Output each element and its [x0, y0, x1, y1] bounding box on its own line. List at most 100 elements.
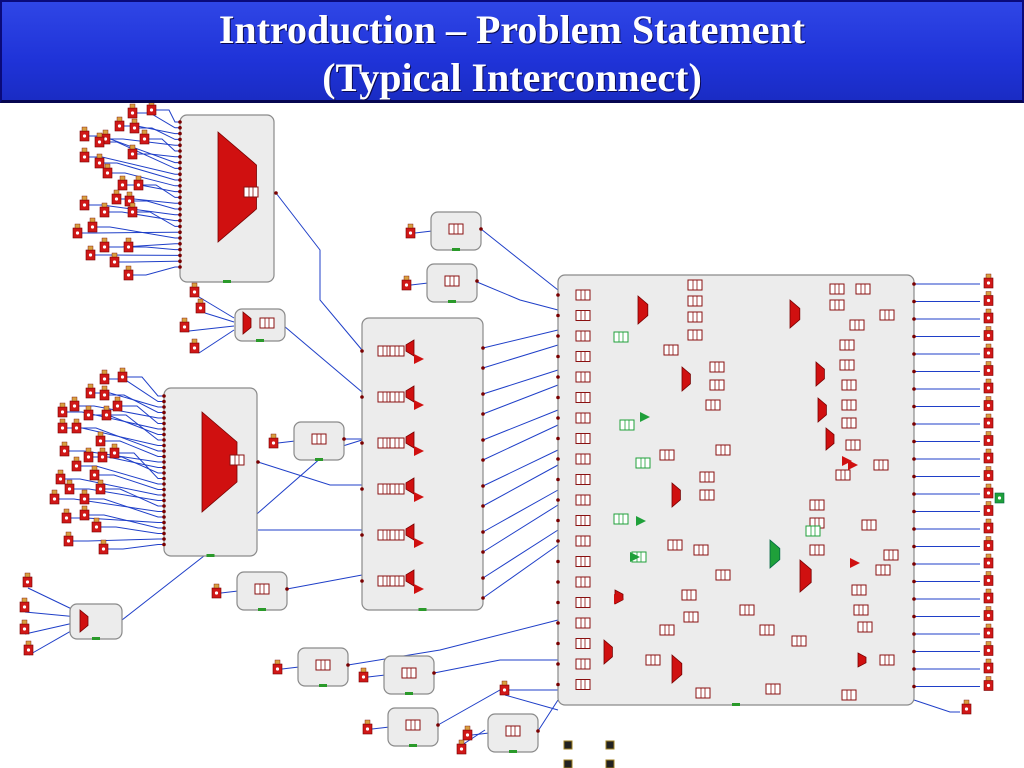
io-port	[358, 667, 369, 683]
wire	[105, 488, 164, 507]
port-dot	[120, 375, 125, 379]
port-dot	[271, 441, 276, 445]
io-port	[405, 223, 416, 239]
buffer	[414, 400, 424, 410]
register	[873, 459, 889, 471]
pin	[162, 399, 166, 404]
port-dot	[117, 124, 122, 128]
io-port	[99, 237, 110, 253]
register	[853, 604, 869, 616]
register-body	[835, 469, 851, 481]
port-cap	[464, 725, 471, 731]
io-port	[268, 433, 279, 449]
pin	[162, 460, 166, 464]
pin	[178, 178, 182, 182]
mux	[825, 427, 835, 451]
io-port	[69, 396, 80, 412]
wire	[108, 544, 164, 550]
port-dot	[361, 675, 366, 679]
port-cap	[458, 739, 465, 745]
pin	[481, 576, 485, 580]
wire	[105, 440, 164, 457]
port-dot	[986, 403, 991, 408]
port-dot	[986, 421, 991, 425]
wire	[347, 619, 559, 666]
wire	[65, 478, 164, 496]
io-port	[127, 202, 138, 218]
mux	[637, 295, 649, 325]
pin	[912, 387, 916, 391]
io-port	[462, 725, 473, 741]
port-dot	[67, 487, 72, 491]
register-body	[841, 689, 857, 701]
register	[389, 483, 405, 495]
port-cap	[71, 396, 78, 402]
port-cap	[985, 501, 992, 506]
register-body	[861, 519, 877, 531]
io-port	[57, 418, 68, 434]
register-body	[829, 283, 845, 295]
pin	[912, 352, 916, 356]
io-port	[95, 431, 106, 447]
port-cap	[66, 479, 73, 485]
pin	[162, 427, 166, 431]
pin	[912, 509, 916, 514]
register	[683, 611, 699, 623]
port-cap	[96, 153, 103, 159]
pin	[556, 395, 560, 400]
port-cap	[87, 383, 94, 389]
register-green	[613, 331, 629, 343]
wire	[89, 498, 164, 518]
register-body	[229, 454, 245, 466]
register	[229, 454, 245, 466]
pin	[556, 559, 560, 564]
wire	[109, 243, 180, 248]
port-dot	[82, 203, 87, 207]
port-cap	[985, 466, 992, 471]
wire	[482, 409, 559, 441]
wire	[104, 162, 180, 181]
block-tag	[223, 280, 231, 283]
pin	[178, 149, 182, 153]
io-port	[983, 641, 994, 656]
port-dot	[408, 231, 413, 235]
io-port	[49, 489, 60, 505]
pin	[162, 487, 166, 492]
register-body	[635, 457, 651, 469]
port-cap	[985, 273, 992, 279]
block-tag	[409, 744, 417, 747]
pin	[481, 392, 485, 396]
io-port	[983, 658, 994, 674]
mux	[603, 639, 613, 665]
register-body	[575, 412, 591, 424]
wire	[482, 544, 559, 599]
block-tag	[319, 684, 327, 687]
port-dot	[502, 688, 507, 692]
pin	[162, 504, 166, 508]
register	[389, 575, 405, 587]
io-port	[19, 619, 30, 635]
port-dot	[130, 152, 135, 156]
pin	[481, 504, 485, 508]
pin	[912, 597, 916, 601]
port-dot	[986, 648, 991, 653]
port-cap	[65, 531, 72, 537]
register-body	[687, 329, 703, 341]
register	[401, 667, 417, 679]
port-dot	[142, 137, 147, 141]
io-port	[983, 553, 994, 569]
io-port	[983, 326, 994, 341]
register-body	[389, 345, 405, 357]
register-body	[389, 529, 405, 541]
io-port	[23, 640, 34, 656]
register	[687, 279, 703, 291]
wire	[111, 414, 164, 441]
wire	[107, 456, 164, 474]
io-port	[983, 571, 994, 586]
port-dot	[130, 210, 135, 214]
port-dot	[214, 591, 219, 595]
register-body	[839, 359, 855, 371]
port-dot	[192, 290, 197, 294]
pin	[912, 492, 916, 496]
register-body	[683, 611, 699, 623]
